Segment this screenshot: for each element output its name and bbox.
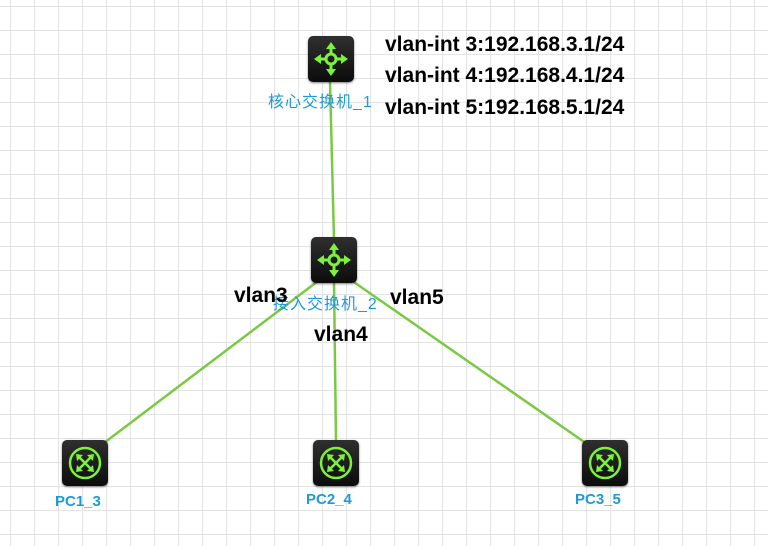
pc2-label: PC2_4 [306,491,352,508]
l3-switch-icon [314,42,348,76]
hub-icon [588,446,622,480]
hub-icon [319,446,353,480]
pc2-device[interactable] [313,440,359,486]
link-access-pc1 [91,277,323,453]
vlan-int-3-note: vlan-int 3:192.168.3.1/24 [385,33,625,56]
l3-switch-icon [317,243,351,277]
core-switch-label: 核心交换机_1 [268,94,373,111]
vlan5-label: vlan5 [390,286,444,309]
link-access-pc3 [347,276,591,448]
core-switch-device[interactable] [308,36,354,82]
pc1-label: PC1_3 [55,493,101,510]
vlan4-label: vlan4 [314,323,368,346]
access-switch-label: 接入交换机_2 [273,296,378,313]
pc1-device[interactable] [62,440,108,486]
link-access-pc2 [332,281,338,443]
link-core-access [328,81,336,241]
pc3-device[interactable] [582,440,628,486]
access-switch-device[interactable] [311,237,357,283]
pc3-label: PC3_5 [575,491,621,508]
vlan3-label: vlan3 [234,284,288,307]
vlan-int-5-note: vlan-int 5:192.168.5.1/24 [385,96,625,119]
hub-icon [68,446,102,480]
vlan-int-4-note: vlan-int 4:192.168.4.1/24 [385,64,625,87]
